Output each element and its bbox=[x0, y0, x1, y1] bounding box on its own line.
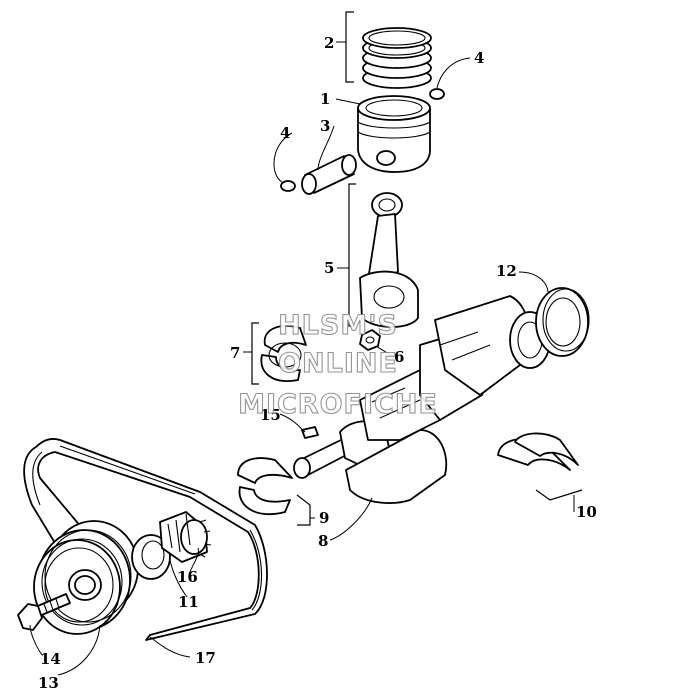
callout-14: 14 bbox=[40, 650, 61, 668]
thrust-washer[interactable] bbox=[497, 432, 579, 471]
callout-13: 13 bbox=[38, 674, 59, 692]
connecting-rod-bearing[interactable] bbox=[260, 325, 307, 382]
bracket-rod-bearing bbox=[251, 322, 259, 385]
callout-5: 5 bbox=[324, 259, 334, 277]
callout-2: 2 bbox=[324, 34, 334, 52]
piston-pin-clip-right[interactable] bbox=[429, 88, 445, 100]
main-bearing[interactable] bbox=[237, 457, 293, 516]
watermark-line-3: MICROFICHE bbox=[238, 389, 438, 420]
bracket-thrust-washer bbox=[535, 489, 583, 501]
callout-12: 12 bbox=[496, 262, 517, 280]
watermark: HLSM'S ONLINE MICROFICHE bbox=[238, 309, 438, 420]
rod-nut[interactable] bbox=[359, 329, 381, 351]
callout-15: 15 bbox=[260, 406, 281, 424]
callout-4-left: 4 bbox=[280, 124, 290, 142]
crankshaft-seal[interactable] bbox=[535, 287, 590, 357]
crank-sprocket[interactable] bbox=[159, 511, 212, 563]
callout-6: 6 bbox=[394, 348, 404, 366]
crankshaft-pulley[interactable] bbox=[33, 520, 139, 635]
crankshaft[interactable] bbox=[293, 295, 551, 504]
piston-pin-clip-left[interactable] bbox=[280, 180, 296, 192]
callout-16: 16 bbox=[177, 568, 198, 586]
callout-9: 9 bbox=[319, 509, 329, 527]
callout-11: 11 bbox=[178, 593, 199, 611]
watermark-line-1: HLSM'S bbox=[278, 310, 398, 341]
piston-pin[interactable] bbox=[301, 154, 357, 195]
callout-17: 17 bbox=[195, 649, 216, 667]
woodruff-key[interactable] bbox=[301, 426, 319, 439]
bracket-ring-set bbox=[345, 11, 354, 83]
pulley-bolt[interactable] bbox=[17, 593, 71, 631]
callout-3: 3 bbox=[320, 117, 330, 135]
watermark-line-2: ONLINE bbox=[278, 348, 398, 379]
piston[interactable] bbox=[357, 95, 431, 173]
connecting-rod[interactable] bbox=[359, 192, 419, 328]
callout-10: 10 bbox=[576, 503, 597, 521]
bracket-connecting-rod bbox=[348, 183, 356, 327]
leader-lines bbox=[29, 41, 575, 676]
bracket-main-bearing bbox=[296, 494, 311, 526]
callout-7: 7 bbox=[230, 344, 240, 362]
callout-4-right: 4 bbox=[474, 49, 484, 67]
callout-1: 1 bbox=[320, 90, 330, 108]
callout-8: 8 bbox=[318, 532, 328, 550]
callout-labels: 1 2 3 4 4 5 6 7 8 9 10 11 12 13 14 15 16… bbox=[38, 34, 597, 692]
oil-seal[interactable] bbox=[131, 534, 171, 580]
piston-ring-set[interactable] bbox=[362, 27, 432, 89]
